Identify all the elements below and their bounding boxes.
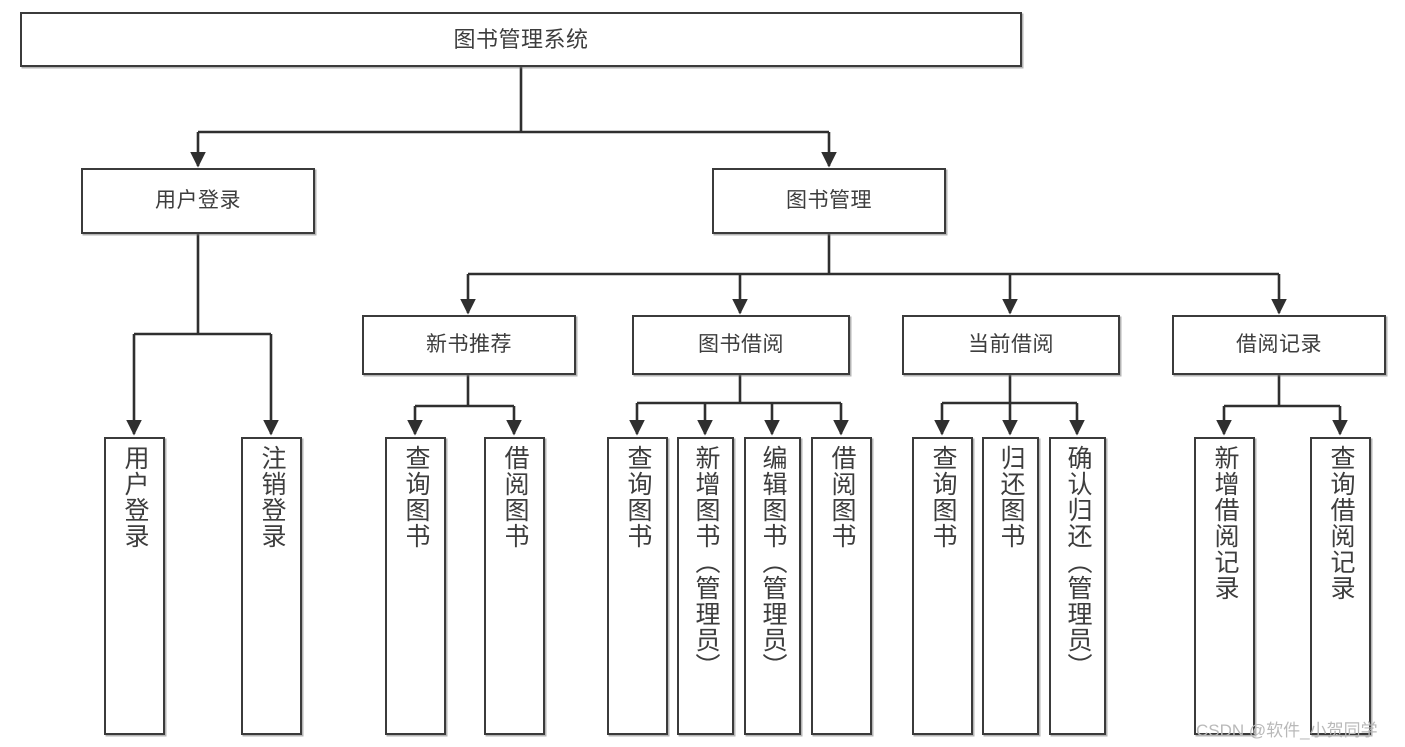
leaf-return-book-label: 归还图书 (997, 445, 1025, 549)
node-root[interactable]: 图书管理系统 (20, 12, 1022, 67)
leaf-user-login-label: 用户登录 (121, 445, 149, 549)
node-current-borrow-label: 当前借阅 (968, 332, 1054, 356)
leaf-add-book[interactable]: 新增图书（管理员） (677, 437, 734, 735)
leaf-query-book-3[interactable]: 查询图书 (912, 437, 973, 735)
leaf-query-book-1-label: 查询图书 (402, 445, 430, 549)
leaf-query-book-2-label: 查询图书 (624, 445, 652, 549)
leaf-confirm-return-label: 确认归还（管理员） (1064, 445, 1092, 679)
leaf-return-book[interactable]: 归还图书 (982, 437, 1039, 735)
leaf-query-record-label: 查询借阅记录 (1327, 445, 1355, 601)
node-current-borrow[interactable]: 当前借阅 (902, 315, 1120, 375)
leaf-add-record-label: 新增借阅记录 (1211, 445, 1239, 601)
leaf-query-book-2[interactable]: 查询图书 (607, 437, 668, 735)
node-book-manage-label: 图书管理 (786, 188, 872, 212)
node-new-book-recommend[interactable]: 新书推荐 (362, 315, 576, 375)
node-root-label: 图书管理系统 (453, 26, 589, 52)
leaf-confirm-return[interactable]: 确认归还（管理员） (1049, 437, 1106, 735)
node-book-borrow-label: 图书借阅 (698, 332, 784, 356)
node-book-manage[interactable]: 图书管理 (712, 168, 946, 234)
leaf-user-login[interactable]: 用户登录 (104, 437, 165, 735)
leaf-borrow-book-1-label: 借阅图书 (501, 445, 529, 549)
leaf-edit-book-label: 编辑图书（管理员） (759, 445, 787, 679)
leaf-query-book-3-label: 查询图书 (929, 445, 957, 549)
leaf-edit-book[interactable]: 编辑图书（管理员） (744, 437, 801, 735)
node-borrow-record[interactable]: 借阅记录 (1172, 315, 1386, 375)
leaf-logout-login-label: 注销登录 (258, 445, 286, 549)
csdn-watermark: CSDN @软件_小贺同学 (1196, 721, 1378, 740)
node-borrow-record-label: 借阅记录 (1236, 332, 1322, 356)
leaf-add-book-label: 新增图书（管理员） (692, 445, 720, 679)
leaf-logout-login[interactable]: 注销登录 (241, 437, 302, 735)
leaf-query-record[interactable]: 查询借阅记录 (1310, 437, 1371, 735)
node-user-login-label: 用户登录 (155, 188, 241, 212)
node-user-login[interactable]: 用户登录 (81, 168, 315, 234)
node-new-book-recommend-label: 新书推荐 (426, 332, 512, 356)
leaf-borrow-book-1[interactable]: 借阅图书 (484, 437, 545, 735)
leaf-add-record[interactable]: 新增借阅记录 (1194, 437, 1255, 735)
leaf-borrow-book-2[interactable]: 借阅图书 (811, 437, 872, 735)
node-book-borrow[interactable]: 图书借阅 (632, 315, 850, 375)
leaf-query-book-1[interactable]: 查询图书 (385, 437, 446, 735)
leaf-borrow-book-2-label: 借阅图书 (828, 445, 856, 549)
